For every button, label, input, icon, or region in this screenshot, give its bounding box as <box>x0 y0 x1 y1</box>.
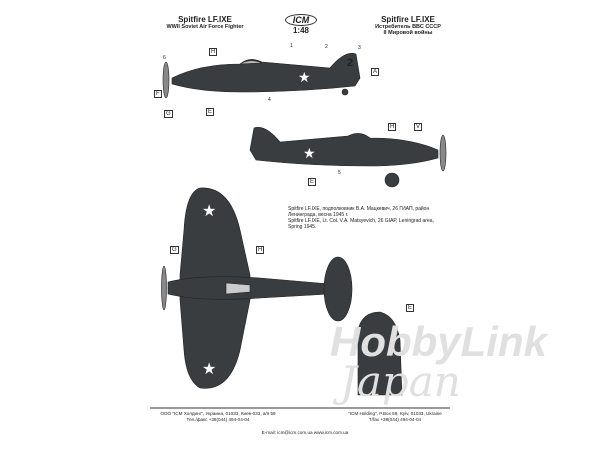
svg-text:★: ★ <box>202 361 216 378</box>
tail-code: 2 <box>347 57 354 69</box>
logo-text: ICM <box>285 14 317 26</box>
footer-right-1: "ICM Holding", P.Box 59, Kyiv, 01033, Uk… <box>348 411 442 416</box>
callout-1: 1 <box>290 43 293 49</box>
callout-v: V <box>414 123 423 131</box>
callout-g-1: G <box>164 110 173 118</box>
watermark-line2: Japan <box>340 357 461 406</box>
header-right: Spitfire LF.IXE Истребитель ВВС СССР II … <box>358 15 458 36</box>
callout-6: 6 <box>163 55 166 61</box>
callout-e-2: E <box>308 178 317 186</box>
callout-5: 5 <box>338 170 341 176</box>
callout-f: F <box>154 90 162 98</box>
callout-g-2: G <box>170 246 179 254</box>
icm-logo: ICM 1:48 <box>276 14 326 35</box>
title-right: Spitfire LF.IXE <box>381 15 435 24</box>
subtitle-left: WWII Soviet Air Force Fighter <box>166 24 244 30</box>
callout-e-3: E <box>406 304 415 312</box>
subtitle-right-1: Истребитель ВВС СССР <box>375 24 441 30</box>
caption: Spitfire LF.IXE, подполковник В.А. Мацке… <box>288 206 438 230</box>
side-view-right: ★ <box>249 127 447 188</box>
footer-left-2: Тел./факс +38(044) 494-04-04 <box>186 416 250 422</box>
subtitle-right-2: II Мировой войны <box>383 30 433 36</box>
watermark-line1: HobbyLink <box>330 318 547 365</box>
footer-left: ООО "ICM Холдинг", Украина, 01033, Киев-… <box>153 411 283 422</box>
callout-2: 2 <box>325 44 328 50</box>
side-view-left: ★ <box>162 53 361 99</box>
header-left: Spitfire LF.IXE WWII Soviet Air Force Fi… <box>150 15 260 30</box>
title-left: Spitfire LF.IXE <box>178 15 232 24</box>
svg-text:★: ★ <box>202 203 216 220</box>
footer-contact[interactable]: E-mail: icm@icm.com.ua www.icm.com.ua <box>261 430 349 435</box>
scale-label: 1:48 <box>292 26 309 35</box>
tail-detail <box>357 311 403 396</box>
caption-ru: Spitfire LF.IXE, подполковник В.А. Мацке… <box>288 206 430 218</box>
callout-h-3: H <box>256 246 265 254</box>
callout-3: 3 <box>358 45 361 51</box>
footer-right-2: T/fax +38(044) 494-04-04 <box>368 416 422 422</box>
svg-text:★: ★ <box>298 69 311 85</box>
callout-4: 4 <box>268 97 271 103</box>
top-view: ★ ★ <box>161 187 353 389</box>
footer-right: "ICM Holding", P.Box 59, Kyiv, 01033, Uk… <box>335 411 455 422</box>
svg-text:★: ★ <box>303 145 316 161</box>
callout-e-1: E <box>206 108 215 116</box>
caption-en: Spitfire LF.IXE, Lt. Col. V.A. Matsyevic… <box>288 218 434 230</box>
watermark: HobbyLink Japan <box>330 318 547 406</box>
callout-h-2: H <box>388 123 397 131</box>
callout-h-1: H <box>209 48 218 56</box>
footer-left-1: ООО "ICM Холдинг", Украина, 01033, Киев-… <box>160 411 276 416</box>
callout-a: A <box>371 68 380 76</box>
